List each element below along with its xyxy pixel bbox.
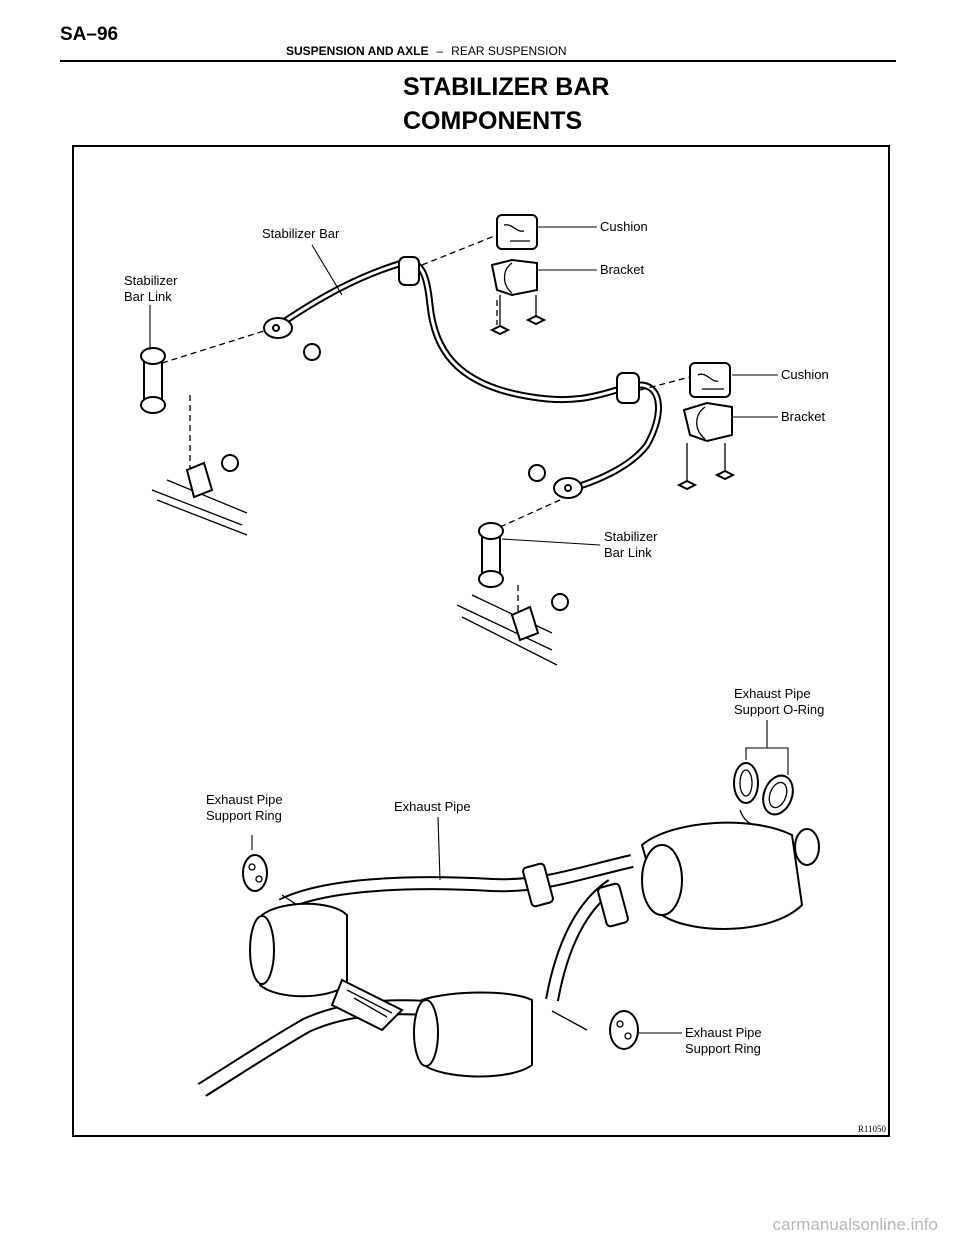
section-header: SUSPENSION AND AXLE–REAR SUSPENSION (286, 44, 567, 58)
bracket-right (682, 401, 733, 443)
bolt-icon (489, 324, 511, 336)
page-title: STABILIZER BAR COMPONENTS (403, 70, 609, 138)
section-separator: – (436, 44, 444, 58)
figure-code: R11050 (857, 1124, 886, 1134)
label-stabilizer-bar-link-right-2: Bar Link (604, 545, 652, 560)
subsection-name: REAR SUSPENSION (451, 44, 567, 58)
label-stabilizer-bar-link-left-2: Bar Link (124, 289, 172, 304)
label-exhaust-pipe-support-o-ring-1: Exhaust Pipe (734, 686, 811, 701)
header-rule (60, 60, 896, 62)
watermark: carmanualsonline.info (772, 1215, 938, 1234)
nut-icon (221, 454, 239, 472)
label-stabilizer-bar-link-left-1: Stabilizer (124, 273, 178, 288)
link-mount-right (456, 594, 558, 666)
section-name: SUSPENSION AND AXLE (286, 44, 429, 58)
stabilizer-bar-bushing-right (616, 372, 640, 404)
label-exhaust-pipe-support-o-ring-2: Support O-Ring (734, 702, 824, 717)
cushion-top (496, 214, 538, 250)
figure-frame (72, 145, 890, 1137)
label-bracket-top: Bracket (600, 262, 644, 277)
bracket-top (490, 258, 538, 297)
label-stabilizer-bar-link-right-1: Stabilizer (604, 529, 658, 544)
cushion-right (689, 362, 731, 398)
page-title-line-2: COMPONENTS (403, 107, 583, 135)
label-exhaust-pipe-support-ring-left-1: Exhaust Pipe (206, 792, 283, 807)
support-ring-icon-right (609, 1010, 639, 1050)
nut-icon (528, 464, 546, 482)
bolt-icon (676, 479, 698, 491)
label-exhaust-pipe-support-ring-left-2: Support Ring (206, 808, 282, 823)
label-exhaust-pipe-support-ring-right-2: Support Ring (685, 1041, 761, 1056)
nut-icon (303, 343, 321, 361)
rear-muffler (640, 821, 804, 930)
stabilizer-bar (269, 258, 662, 494)
label-cushion-right: Cushion (781, 367, 829, 382)
page-title-line-1: STABILIZER BAR (403, 73, 610, 101)
nut-icon (551, 593, 569, 611)
link-mount-left (151, 479, 248, 536)
components-illustration: Stabilizer Bar Cushion Bracket Stabilize… (124, 214, 829, 1097)
bolt-icon (525, 314, 547, 326)
page-number: SA–96 (60, 24, 119, 45)
label-exhaust-pipe-support-ring-right-1: Exhaust Pipe (685, 1025, 762, 1040)
support-ring-icon-left (242, 854, 268, 892)
stabilizer-bar-bushing-left (398, 256, 420, 286)
label-exhaust-pipe: Exhaust Pipe (394, 799, 471, 814)
label-bracket-right: Bracket (781, 409, 825, 424)
o-ring-icon (733, 762, 759, 804)
center-muffler (420, 991, 533, 1078)
label-cushion-top: Cushion (600, 219, 648, 234)
o-ring-icon (762, 774, 794, 816)
bolt-icon (714, 469, 736, 481)
label-stabilizer-bar: Stabilizer Bar (262, 226, 340, 241)
